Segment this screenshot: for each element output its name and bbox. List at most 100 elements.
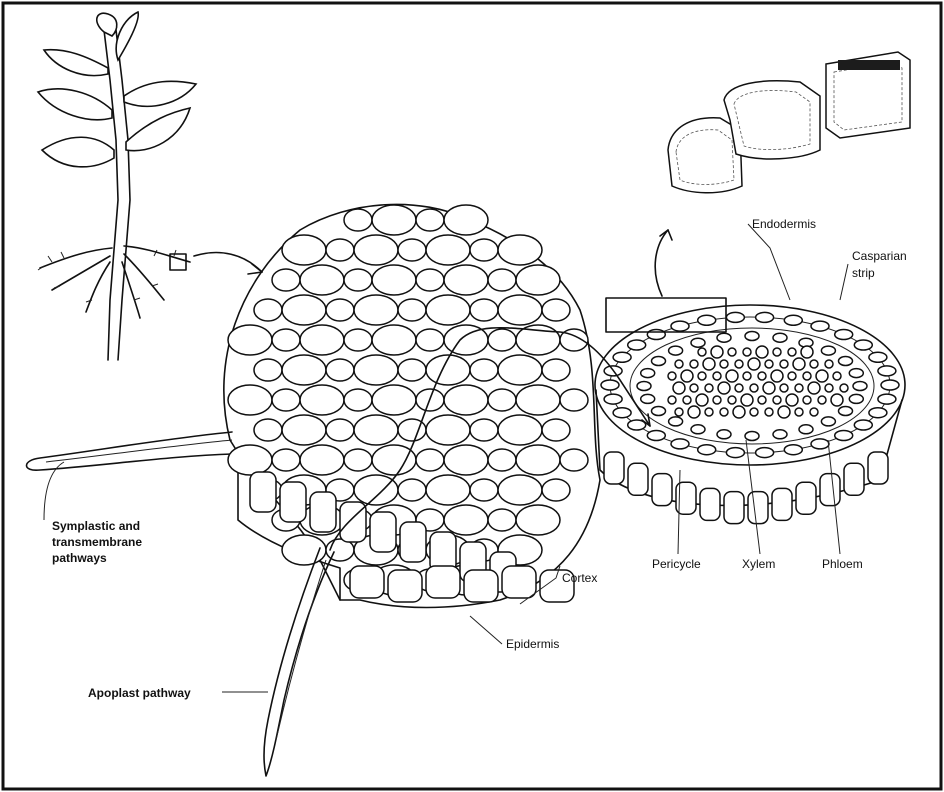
endodermis-cell [628, 340, 646, 350]
cortex-cell [444, 205, 488, 235]
vascular-cell [735, 384, 743, 392]
cortex-cell [488, 329, 516, 351]
vascular-cell [765, 360, 773, 368]
pericycle-cell [821, 417, 835, 426]
pericycle-cell [717, 333, 731, 342]
disc-side-cell [724, 492, 744, 524]
cortex-cell [398, 239, 426, 261]
vascular-cell [758, 372, 766, 380]
epidermis-cell [464, 570, 498, 602]
root-hair-outline [27, 432, 233, 470]
vascular-cell [803, 396, 811, 404]
cortex-cell [416, 449, 444, 471]
cortex-cell [372, 385, 416, 415]
epidermis-cell [350, 566, 384, 598]
epidermis-cell [400, 522, 426, 562]
cortex-cell [542, 419, 570, 441]
cortex-cell [354, 475, 398, 505]
cortex-cell [326, 419, 354, 441]
vascular-cell [705, 408, 713, 416]
endodermis-cell [756, 312, 774, 322]
vascular-cell [750, 408, 758, 416]
endodermis-cell [671, 321, 689, 331]
pericycle-cell [839, 407, 853, 416]
vascular-cell [765, 408, 773, 416]
endodermis-cell [881, 380, 899, 390]
cortex-cell [426, 295, 470, 325]
endodermis-cell [854, 420, 872, 430]
vascular-cell [756, 346, 768, 358]
vascular-cell [750, 384, 758, 392]
label-symplastic-2: transmembrane [52, 535, 142, 549]
vascular-cell [831, 394, 843, 406]
cortex-cell [470, 239, 498, 261]
plant-leaf-4 [38, 89, 112, 120]
cortex-cell [416, 329, 444, 351]
vascular-cell [743, 348, 751, 356]
cortex-cell [372, 325, 416, 355]
vascular-cell [780, 360, 788, 368]
endodermis-cell [869, 352, 887, 362]
vascular-cell [810, 360, 818, 368]
cortex-cell [228, 385, 272, 415]
disc-side-cell [652, 474, 672, 506]
leader-casparian [840, 264, 848, 300]
cortex-cell [498, 235, 542, 265]
pericycle-cell [745, 332, 759, 341]
disc-side-cell [628, 463, 648, 495]
endodermal-cell-3 [826, 52, 910, 138]
cortex-cell [516, 265, 560, 295]
epidermis-cell [280, 482, 306, 522]
cortex-cell [398, 479, 426, 501]
zoom-arrow-1 [194, 253, 262, 272]
cortex-cell [254, 299, 282, 321]
vascular-cell [763, 382, 775, 394]
vascular-cell [698, 348, 706, 356]
vascular-cell [681, 370, 693, 382]
label-casparian-strip-2: strip [852, 266, 875, 280]
endodermis-cell [756, 448, 774, 458]
cortex-cell [282, 295, 326, 325]
vascular-cell [773, 348, 781, 356]
cortex-cell [354, 415, 398, 445]
label-endodermis: Endodermis [752, 217, 816, 231]
disc-side-cell [820, 474, 840, 506]
label-cortex: Cortex [562, 571, 597, 585]
endodermis-cell [726, 448, 744, 458]
cortex-section [224, 204, 600, 607]
pericycle-cell [641, 394, 655, 403]
vascular-cell [705, 384, 713, 392]
cortex-cell [228, 325, 272, 355]
pericycle-cell [652, 357, 666, 366]
vascular-cell [728, 396, 736, 404]
vascular-cell [743, 372, 751, 380]
vascular-cell [711, 346, 723, 358]
cortex-cell [354, 355, 398, 385]
cortex-cell [272, 389, 300, 411]
cortex-cell [416, 269, 444, 291]
plant-bud [97, 13, 117, 36]
cortex-cell [516, 505, 560, 535]
plant-roots-right [122, 246, 190, 318]
plant-leaf-5 [126, 108, 190, 151]
pericycle-cell [691, 338, 705, 347]
vascular-cell [818, 396, 826, 404]
cortex-cell [444, 505, 488, 535]
cortex-cell [344, 329, 372, 351]
pericycle-cell [669, 346, 683, 355]
pericycle-cell [853, 382, 867, 391]
pericycle-cell [637, 382, 651, 391]
endodermis-cell [835, 431, 853, 441]
vascular-cell [825, 384, 833, 392]
disc-side-cell [796, 482, 816, 514]
endodermis-cell [854, 340, 872, 350]
cortex-cell [228, 445, 272, 475]
leader-endodermis [748, 224, 790, 300]
vascular-cell [735, 360, 743, 368]
vascular-cell [690, 360, 698, 368]
cortex-cell [516, 445, 560, 475]
cortex-cell [470, 419, 498, 441]
epidermis-cell [310, 492, 336, 532]
endodermis-cell [878, 366, 896, 376]
epidermis-cell [340, 502, 366, 542]
